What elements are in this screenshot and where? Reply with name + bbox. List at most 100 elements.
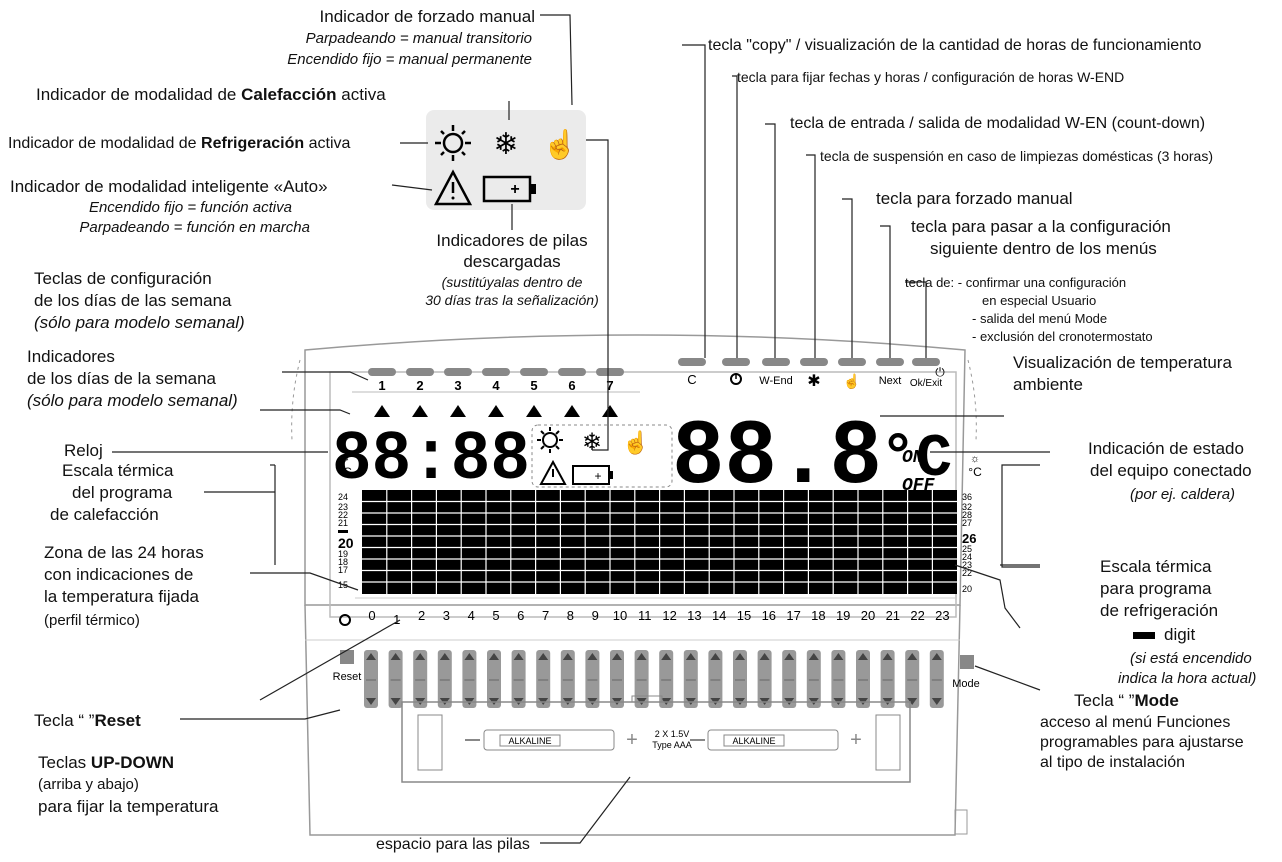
updown-key-9[interactable] (585, 650, 600, 708)
updown-key-4[interactable] (462, 650, 477, 708)
key-wend[interactable] (762, 358, 790, 366)
clean-key-icon: ✱ (807, 373, 820, 390)
updown-key-1[interactable] (388, 650, 403, 708)
cool-tick-23: 23 (962, 560, 972, 570)
updown-key-20[interactable] (856, 650, 870, 708)
updown-key-0[interactable] (364, 650, 378, 708)
day-number-7: 7 (606, 378, 613, 393)
status-on: ON (902, 448, 924, 468)
sun-icon (435, 125, 471, 161)
updown-key-16[interactable] (757, 650, 772, 708)
day-key-5[interactable] (520, 368, 548, 376)
ambient-temp-line2: ambiente (1013, 375, 1083, 394)
cool-scale-line2: para programa (1100, 579, 1212, 598)
battery-spec-2: Type AAA (652, 740, 692, 750)
updown-key-5[interactable] (487, 650, 501, 708)
day-key-7[interactable] (596, 368, 624, 376)
day-number-2: 2 (416, 378, 423, 393)
battery-indicator-line1: Indicadores de pilas (436, 231, 588, 250)
hour-label-8: 8 (567, 608, 574, 623)
key-clock[interactable] (722, 358, 750, 366)
updown-key-22[interactable] (905, 650, 920, 708)
updown-key-3[interactable] (437, 650, 452, 708)
day-key-3[interactable] (444, 368, 472, 376)
key-ok[interactable] (912, 358, 940, 366)
updown-key-2[interactable] (413, 650, 428, 708)
day-key-1[interactable] (368, 368, 396, 376)
hour-label-5: 5 (492, 608, 499, 623)
warning-icon (433, 169, 473, 206)
leader-lines (112, 14, 1050, 844)
heat-scale-line3: de calefacción (50, 505, 159, 524)
mode-key[interactable] (960, 655, 974, 669)
device-body (304, 334, 966, 606)
key-manual[interactable] (838, 358, 866, 366)
battery-1 (483, 729, 615, 751)
hour-label-15: 15 (737, 608, 751, 623)
updown-key-18[interactable] (806, 650, 821, 708)
battery-1-label: ALKALINE (508, 736, 551, 746)
updown-key-6[interactable] (511, 650, 526, 708)
day-number-3: 3 (454, 378, 461, 393)
temperature-unit: °C (880, 426, 952, 494)
updown-key-11[interactable] (634, 650, 649, 708)
svg-text:+: + (850, 729, 862, 751)
day-indicator-triangle-7 (602, 405, 618, 417)
battery-indicator-line3: (sustitúyalas dentro de (441, 274, 583, 290)
day-keys-line2: de los días de las semana (34, 291, 232, 310)
updown-key-23[interactable] (929, 650, 944, 708)
mode-key-line1: Tecla “ ”Mode (1074, 691, 1179, 710)
cool-tick-32: 32 (962, 502, 972, 512)
status-line3: (por ej. caldera) (1130, 486, 1236, 503)
day-keys-line1: Teclas de configuración (34, 269, 212, 288)
clock-label: Reloj (64, 441, 103, 460)
battery-indicator-line4: 30 días tras la señalización) (425, 292, 599, 308)
day-number-6: 6 (568, 378, 575, 393)
updown-key-13[interactable] (683, 650, 698, 708)
manual-indicator-line2: Encendido fijo = manual permanente (287, 51, 532, 68)
copy-key-label: tecla "copy" / visualización de la canti… (708, 37, 1202, 54)
heat-tick-mark (338, 530, 348, 533)
updown-key-14[interactable] (708, 650, 723, 708)
hour-label-10: 10 (613, 608, 627, 623)
next-key-line1: tecla para pasar a la configuración (911, 217, 1171, 236)
heat-tick-23: 23 (338, 502, 348, 512)
updown-key-7[interactable] (536, 650, 551, 708)
lcd-sun-icon (537, 427, 563, 453)
day-indicator-triangle-4 (488, 405, 504, 417)
key-next[interactable] (876, 358, 904, 366)
mode-key-line2: acceso al menú Funciones (1040, 714, 1231, 731)
day-indicator-triangle-3 (450, 405, 466, 417)
day-key-2[interactable] (406, 368, 434, 376)
updown-keys-line1: Teclas UP-DOWN (38, 753, 175, 772)
key-clean[interactable] (800, 358, 828, 366)
status-line1: Indicación de estado (1088, 439, 1244, 458)
digit-line2: (si está encendido (1130, 650, 1252, 667)
lcd-snowflake-icon: ❄ (582, 429, 602, 456)
updown-key-12[interactable] (659, 650, 674, 708)
manual-indicator-line1: Parpadeando = manual transitorio (305, 30, 532, 47)
updown-key-17[interactable] (782, 650, 797, 708)
updown-key-21[interactable] (880, 650, 895, 708)
updown-key-8[interactable] (560, 650, 575, 708)
mode-key-line4: al tipo de instalación (1040, 754, 1185, 771)
key-ok-label: Ok/Exit (910, 378, 942, 389)
power-icon: ⏻ (935, 365, 945, 379)
updown-key-19[interactable] (831, 650, 846, 708)
updown-key-10[interactable] (610, 650, 624, 708)
key-c[interactable] (678, 358, 706, 366)
reset-key[interactable] (340, 650, 354, 664)
svg-text:❄: ❄ (341, 454, 349, 465)
day-key-6[interactable] (558, 368, 586, 376)
key-wend-label: W-End (759, 375, 792, 387)
heat-scale-line2: del programa (72, 483, 173, 502)
hand-icon: ☝ (543, 127, 578, 161)
day-key-4[interactable] (482, 368, 510, 376)
zone24-line1: Zona de las 24 horas (44, 543, 204, 562)
zone24-line2: con indicaciones de (44, 565, 194, 584)
hour-label-19: 19 (836, 608, 850, 623)
updown-key-15[interactable] (733, 650, 747, 708)
heat-tick-17: 17 (338, 565, 348, 575)
